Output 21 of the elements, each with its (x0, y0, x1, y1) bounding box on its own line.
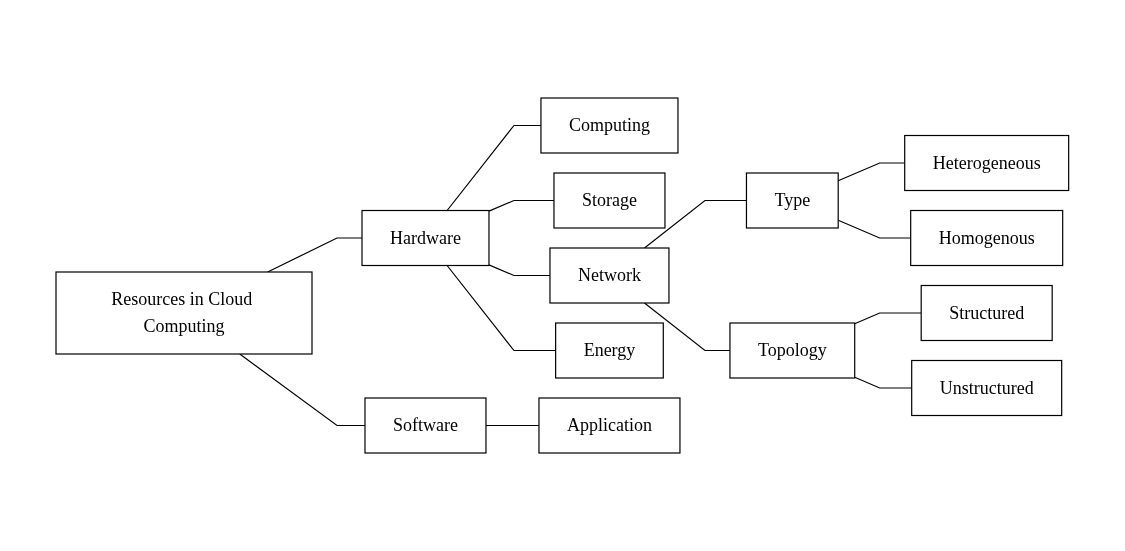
node-box: Storage (553, 172, 666, 229)
connector (267, 237, 363, 273)
connector (239, 353, 366, 427)
connector (644, 302, 731, 352)
node-box: Topology (729, 322, 856, 379)
node-box: Computing (540, 97, 679, 154)
connector (488, 264, 551, 277)
node-box: Software (364, 397, 487, 454)
connector (488, 199, 555, 212)
connector (446, 124, 542, 212)
node-box: Type (746, 172, 839, 229)
node-box: Energy (555, 322, 665, 379)
node-box: Structured (920, 284, 1053, 342)
node-box: Unstructured (911, 359, 1063, 417)
node-box: Application (538, 397, 681, 454)
connector (854, 312, 922, 325)
node-box: Network (549, 247, 670, 304)
node-box: Hardware (361, 209, 490, 267)
node-box: Resources in Cloud Computing (55, 271, 313, 355)
node-box: Homogenous (910, 209, 1064, 267)
node-box: Heterogeneous (904, 134, 1070, 192)
